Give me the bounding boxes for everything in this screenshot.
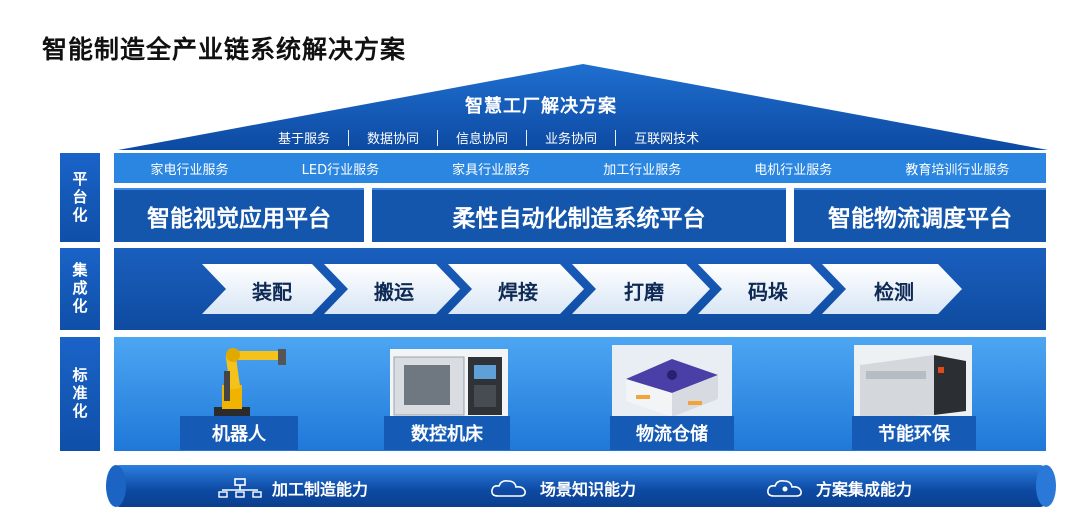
robot-arm-icon: [214, 348, 286, 421]
separator: [526, 129, 528, 146]
cloud-icon: [491, 480, 526, 497]
process-step: 装配: [252, 280, 292, 304]
base-cap-right: [1036, 465, 1056, 507]
separator: [437, 129, 439, 146]
chevron-2: [324, 264, 460, 314]
cloud-user-icon: [767, 480, 802, 497]
roof-items: 基于服务 数据协同 信息协同 业务协同 互联网技术: [260, 128, 717, 147]
side-label-text: 平台化: [70, 170, 89, 225]
industry-item: LED行业服务: [301, 162, 380, 178]
base-cap-left: [106, 465, 126, 507]
process-step: 检测: [874, 280, 914, 304]
process-step: 打磨: [624, 280, 664, 304]
industry-item: 家具行业服务: [452, 162, 531, 178]
product-label: 物流仓储: [610, 416, 734, 450]
agv-robot-icon: [612, 345, 732, 425]
product-label: 数控机床: [384, 416, 510, 450]
capability-label: 加工制造能力: [272, 480, 369, 499]
chevron-3: [448, 264, 584, 314]
roof-title: 智慧工厂解决方案: [465, 96, 617, 117]
platform-vision: 智能视觉应用平台: [114, 188, 364, 242]
side-label-integration: 集成化: [60, 248, 100, 330]
capability-item: 加工制造能力: [218, 476, 368, 500]
chevron-6: [822, 264, 962, 314]
chevron-4: [572, 264, 710, 314]
roof-item: 业务协同: [545, 132, 598, 147]
chevron-1: [202, 264, 336, 314]
process-step: 焊接: [498, 280, 538, 304]
side-label-text: 标准化: [70, 367, 89, 421]
laser-machine-icon: [854, 345, 972, 425]
separator: [348, 129, 350, 146]
product-label: 机器人: [180, 416, 298, 450]
industry-services-bar: 家电行业服务 LED行业服务 家具行业服务 加工行业服务 电机行业服务 教育培训…: [114, 153, 1046, 183]
process-chevrons: [202, 264, 962, 314]
cnc-machine-icon: [390, 349, 508, 423]
industry-item: 教育培训行业服务: [905, 162, 1010, 178]
roof-item: 基于服务: [278, 132, 331, 147]
process-row: 装配 搬运 焊接 打磨 码垛 检测: [114, 248, 1046, 330]
product-label: 节能环保: [852, 416, 976, 450]
capability-base: [114, 465, 1046, 507]
industry-item: 电机行业服务: [754, 162, 833, 178]
side-label-text: 集成化: [70, 262, 89, 316]
side-label-standard: 标准化: [60, 337, 100, 451]
page-title: 智能制造全产业链系统解决方案: [42, 35, 407, 64]
process-step: 码垛: [748, 280, 788, 304]
side-label-platform: 平台化: [60, 153, 100, 242]
capability-item: 场景知识能力: [490, 476, 636, 500]
platform-flexible-automation: 柔性自动化制造系统平台: [372, 188, 786, 242]
roof-shape: [118, 64, 1048, 150]
capability-label: 场景知识能力: [540, 480, 637, 499]
roof-item: 信息协同: [456, 132, 509, 147]
chevron-5: [698, 264, 834, 314]
industry-item: 家电行业服务: [150, 162, 229, 178]
capability-label: 方案集成能力: [816, 480, 913, 499]
platform-logistics: 智能物流调度平台: [794, 188, 1046, 242]
roof-item: 互联网技术: [634, 132, 700, 147]
network-icon: [218, 478, 262, 498]
capability-item: 方案集成能力: [766, 476, 912, 500]
separator: [615, 129, 617, 146]
industry-item: 加工行业服务: [603, 162, 682, 178]
roof-item: 数据协同: [367, 132, 420, 147]
process-step: 搬运: [374, 280, 414, 304]
